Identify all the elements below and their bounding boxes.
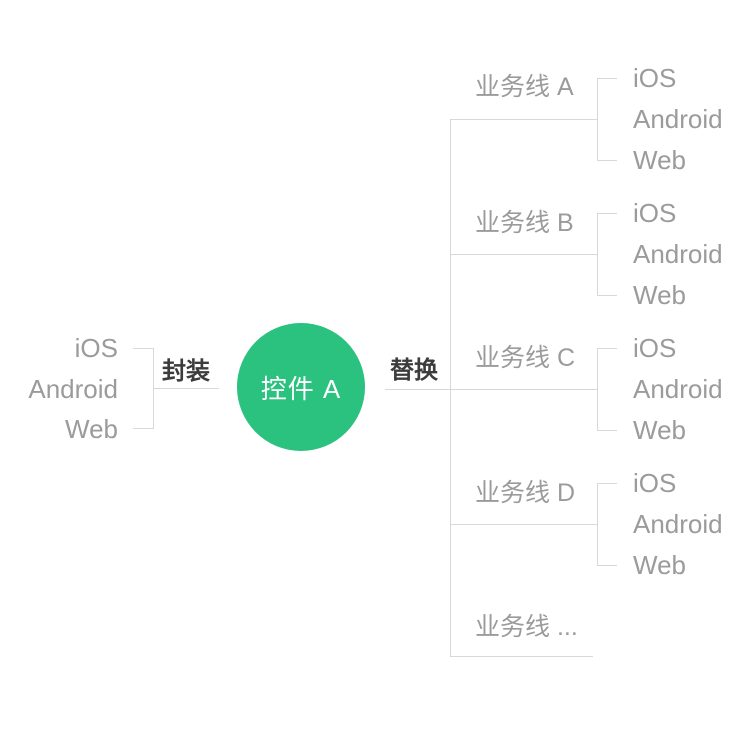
branch-c-platform-ios: iOS [633, 333, 677, 363]
branch-a-bracket-line [597, 78, 598, 160]
root-node: 控件 A [237, 323, 365, 451]
branch-b-platform-ios: iOS [633, 198, 677, 228]
branch-b-web-stub [597, 295, 617, 296]
branch-d-underline [450, 524, 597, 525]
branch-d-platform-ios: iOS [633, 468, 677, 498]
right-edge-label: 替换 [390, 357, 438, 384]
branch-d-web-stub [597, 565, 617, 566]
left-platform-android: Android [28, 374, 118, 404]
branch-label-a: 业务线 A [475, 73, 574, 101]
left-edge-label: 封装 [162, 358, 210, 385]
branch-label-c: 业务线 C [475, 344, 576, 372]
left-platform-ios: iOS [74, 333, 118, 363]
left-bracket-ios-stub [133, 348, 153, 349]
branch-b-bracket-line [597, 213, 598, 295]
branch-d-ios-stub [597, 483, 617, 484]
branch-label-b: 业务线 B [475, 209, 574, 237]
left-bracket-web-stub [133, 428, 153, 429]
branch-b-platform-web: Web [633, 280, 686, 310]
branch-more-underline [450, 656, 593, 657]
trunk-line [450, 119, 451, 656]
branch-a-platform-android: Android [633, 104, 723, 134]
right-connector-line [385, 389, 451, 390]
branch-b-underline [450, 254, 597, 255]
branch-label-d: 业务线 D [475, 479, 576, 507]
branch-a-underline [450, 119, 597, 120]
branch-d-platform-web: Web [633, 550, 686, 580]
branch-b-ios-stub [597, 213, 617, 214]
branch-b-platform-android: Android [633, 239, 723, 269]
branch-label-more: 业务线 ... [475, 613, 578, 641]
branch-c-web-stub [597, 430, 617, 431]
branch-d-platform-android: Android [633, 509, 723, 539]
branch-c-platform-android: Android [633, 374, 723, 404]
branch-c-underline [450, 389, 597, 390]
branch-a-platform-ios: iOS [633, 63, 677, 93]
branch-a-platform-web: Web [633, 145, 686, 175]
root-node-label: 控件 A [260, 373, 342, 404]
branch-a-ios-stub [597, 78, 617, 79]
branch-c-platform-web: Web [633, 415, 686, 445]
branch-a-web-stub [597, 160, 617, 161]
left-platform-web: Web [65, 414, 118, 444]
branch-c-ios-stub [597, 348, 617, 349]
left-connector-line [153, 388, 219, 389]
branch-d-bracket-line [597, 483, 598, 565]
branch-c-bracket-line [597, 348, 598, 430]
